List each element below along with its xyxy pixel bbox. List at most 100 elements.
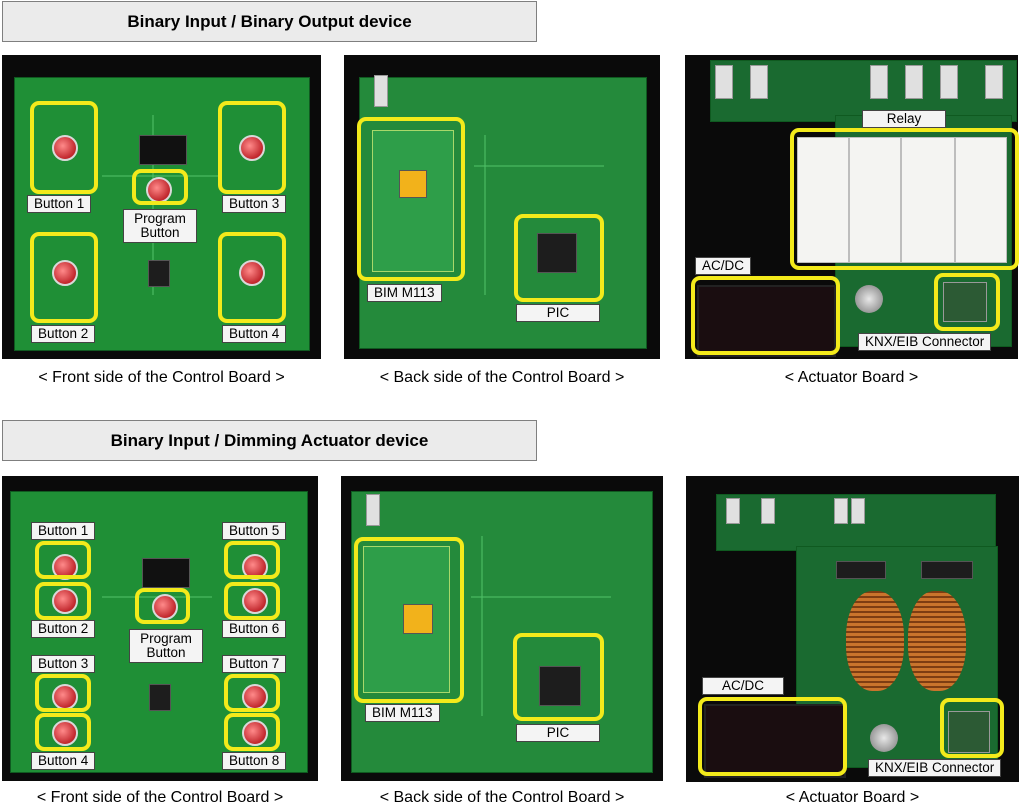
highlight-button-1 bbox=[30, 101, 98, 194]
capacitor-icon bbox=[870, 724, 898, 752]
highlight-knx-connector bbox=[940, 698, 1004, 758]
label-button-4: Button 4 bbox=[222, 325, 287, 344]
dip-switch-icon bbox=[142, 558, 190, 588]
chip-icon bbox=[403, 604, 433, 634]
section-title-dimming-actuator: Binary Input / Dimming Actuator device bbox=[2, 420, 537, 461]
label-pic: PIC bbox=[516, 724, 600, 743]
highlight-acdc bbox=[691, 276, 840, 355]
push-button-icon bbox=[52, 260, 78, 286]
connector-icon bbox=[870, 65, 888, 99]
label-button-2: Button 2 bbox=[31, 325, 96, 344]
push-button-icon bbox=[52, 135, 78, 161]
ir-sensor-icon bbox=[149, 684, 171, 711]
highlight-program-button bbox=[135, 588, 190, 624]
actuator-board-photo-2 bbox=[686, 476, 1019, 782]
caption-actuator-board-1: < Actuator Board > bbox=[784, 369, 919, 386]
actuator-board-photo-1 bbox=[685, 55, 1018, 359]
relay-icon bbox=[901, 137, 955, 263]
highlight-button-3 bbox=[218, 101, 286, 194]
highlight-button-8 bbox=[224, 713, 280, 751]
label-button-4: Button 4 bbox=[31, 752, 96, 771]
back-board-photo-1 bbox=[344, 55, 660, 359]
highlight-button-7 bbox=[224, 674, 280, 712]
label-bim: BIM M113 bbox=[367, 284, 442, 303]
heatsink-icon bbox=[836, 561, 886, 579]
label-button-8: Button 8 bbox=[222, 752, 287, 771]
label-button-6: Button 6 bbox=[222, 620, 287, 639]
highlight-bim bbox=[354, 537, 464, 703]
pcb-trace bbox=[481, 536, 483, 716]
push-button-icon bbox=[242, 720, 268, 746]
highlight-relay bbox=[790, 128, 1019, 270]
push-button-icon bbox=[52, 720, 78, 746]
label-button-3: Button 3 bbox=[31, 655, 96, 674]
connector-icon bbox=[940, 65, 958, 99]
pcb-trace bbox=[102, 175, 222, 177]
highlight-button-6 bbox=[224, 582, 280, 620]
heatsink-icon bbox=[921, 561, 973, 579]
connector-icon bbox=[943, 282, 987, 322]
push-button-icon bbox=[242, 588, 268, 614]
label-button-1: Button 1 bbox=[31, 522, 96, 541]
label-button-3: Button 3 bbox=[222, 195, 287, 214]
highlight-pic bbox=[514, 214, 604, 302]
highlight-button-5 bbox=[224, 541, 280, 579]
highlight-bim bbox=[357, 117, 465, 281]
label-button-7: Button 7 bbox=[222, 655, 287, 674]
label-button-1: Button 1 bbox=[27, 195, 92, 214]
caption-back-board-2: < Back side of the Control Board > bbox=[379, 789, 625, 806]
highlight-pic bbox=[513, 633, 604, 721]
caption-front-board-1: < Front side of the Control Board > bbox=[38, 369, 285, 386]
label-acdc: AC/DC bbox=[702, 677, 784, 696]
ir-sensor-icon bbox=[148, 260, 170, 287]
relay-icon bbox=[955, 137, 1007, 263]
connector-icon bbox=[374, 75, 388, 107]
pcb-trace bbox=[471, 596, 611, 598]
label-acdc: AC/DC bbox=[695, 257, 752, 276]
label-relay: Relay bbox=[862, 110, 946, 129]
highlight-button-4 bbox=[35, 713, 91, 751]
push-button-icon bbox=[239, 260, 265, 286]
highlight-button-4 bbox=[218, 232, 286, 323]
chip-icon bbox=[399, 170, 427, 198]
caption-actuator-board-2: < Actuator Board > bbox=[785, 789, 920, 806]
power-supply-block-icon bbox=[697, 285, 836, 357]
label-bim: BIM M113 bbox=[365, 704, 440, 723]
chip-icon bbox=[539, 666, 581, 706]
label-program-button: Program Button bbox=[129, 629, 203, 664]
label-knx-connector: KNX/EIB Connector bbox=[858, 333, 992, 352]
highlight-button-2 bbox=[35, 582, 91, 620]
pcb-trace bbox=[152, 115, 154, 295]
push-button-icon bbox=[152, 594, 178, 620]
connector-icon bbox=[985, 65, 1003, 99]
relay-icon bbox=[797, 137, 849, 263]
bim-module-icon bbox=[372, 130, 454, 272]
connector-icon bbox=[948, 711, 990, 753]
highlight-knx-connector bbox=[934, 273, 1000, 331]
section-title-binary-output: Binary Input / Binary Output device bbox=[2, 1, 537, 42]
connector-icon bbox=[726, 498, 740, 524]
connector-icon bbox=[715, 65, 733, 99]
highlight-button-3 bbox=[35, 674, 91, 712]
connector-icon bbox=[761, 498, 775, 524]
back-board-photo-2 bbox=[341, 476, 663, 781]
chip-icon bbox=[537, 233, 577, 273]
highlight-program-button bbox=[132, 169, 188, 205]
connector-icon bbox=[851, 498, 865, 524]
capacitor-icon bbox=[855, 285, 883, 313]
coil-icon bbox=[908, 591, 966, 691]
label-button-5: Button 5 bbox=[222, 522, 287, 541]
label-button-2: Button 2 bbox=[31, 620, 96, 639]
caption-front-board-2: < Front side of the Control Board > bbox=[36, 789, 284, 806]
connector-icon bbox=[905, 65, 923, 99]
dip-switch-icon bbox=[139, 135, 187, 165]
highlight-button-1 bbox=[35, 541, 91, 579]
coil-icon bbox=[846, 591, 904, 691]
label-knx-connector: KNX/EIB Connector bbox=[868, 759, 1002, 778]
connector-icon bbox=[366, 494, 380, 526]
connector-icon bbox=[750, 65, 768, 99]
highlight-acdc bbox=[698, 697, 847, 776]
caption-back-board-1: < Back side of the Control Board > bbox=[379, 369, 625, 386]
label-program-button: Program Button bbox=[123, 209, 197, 244]
label-pic: PIC bbox=[516, 304, 600, 323]
